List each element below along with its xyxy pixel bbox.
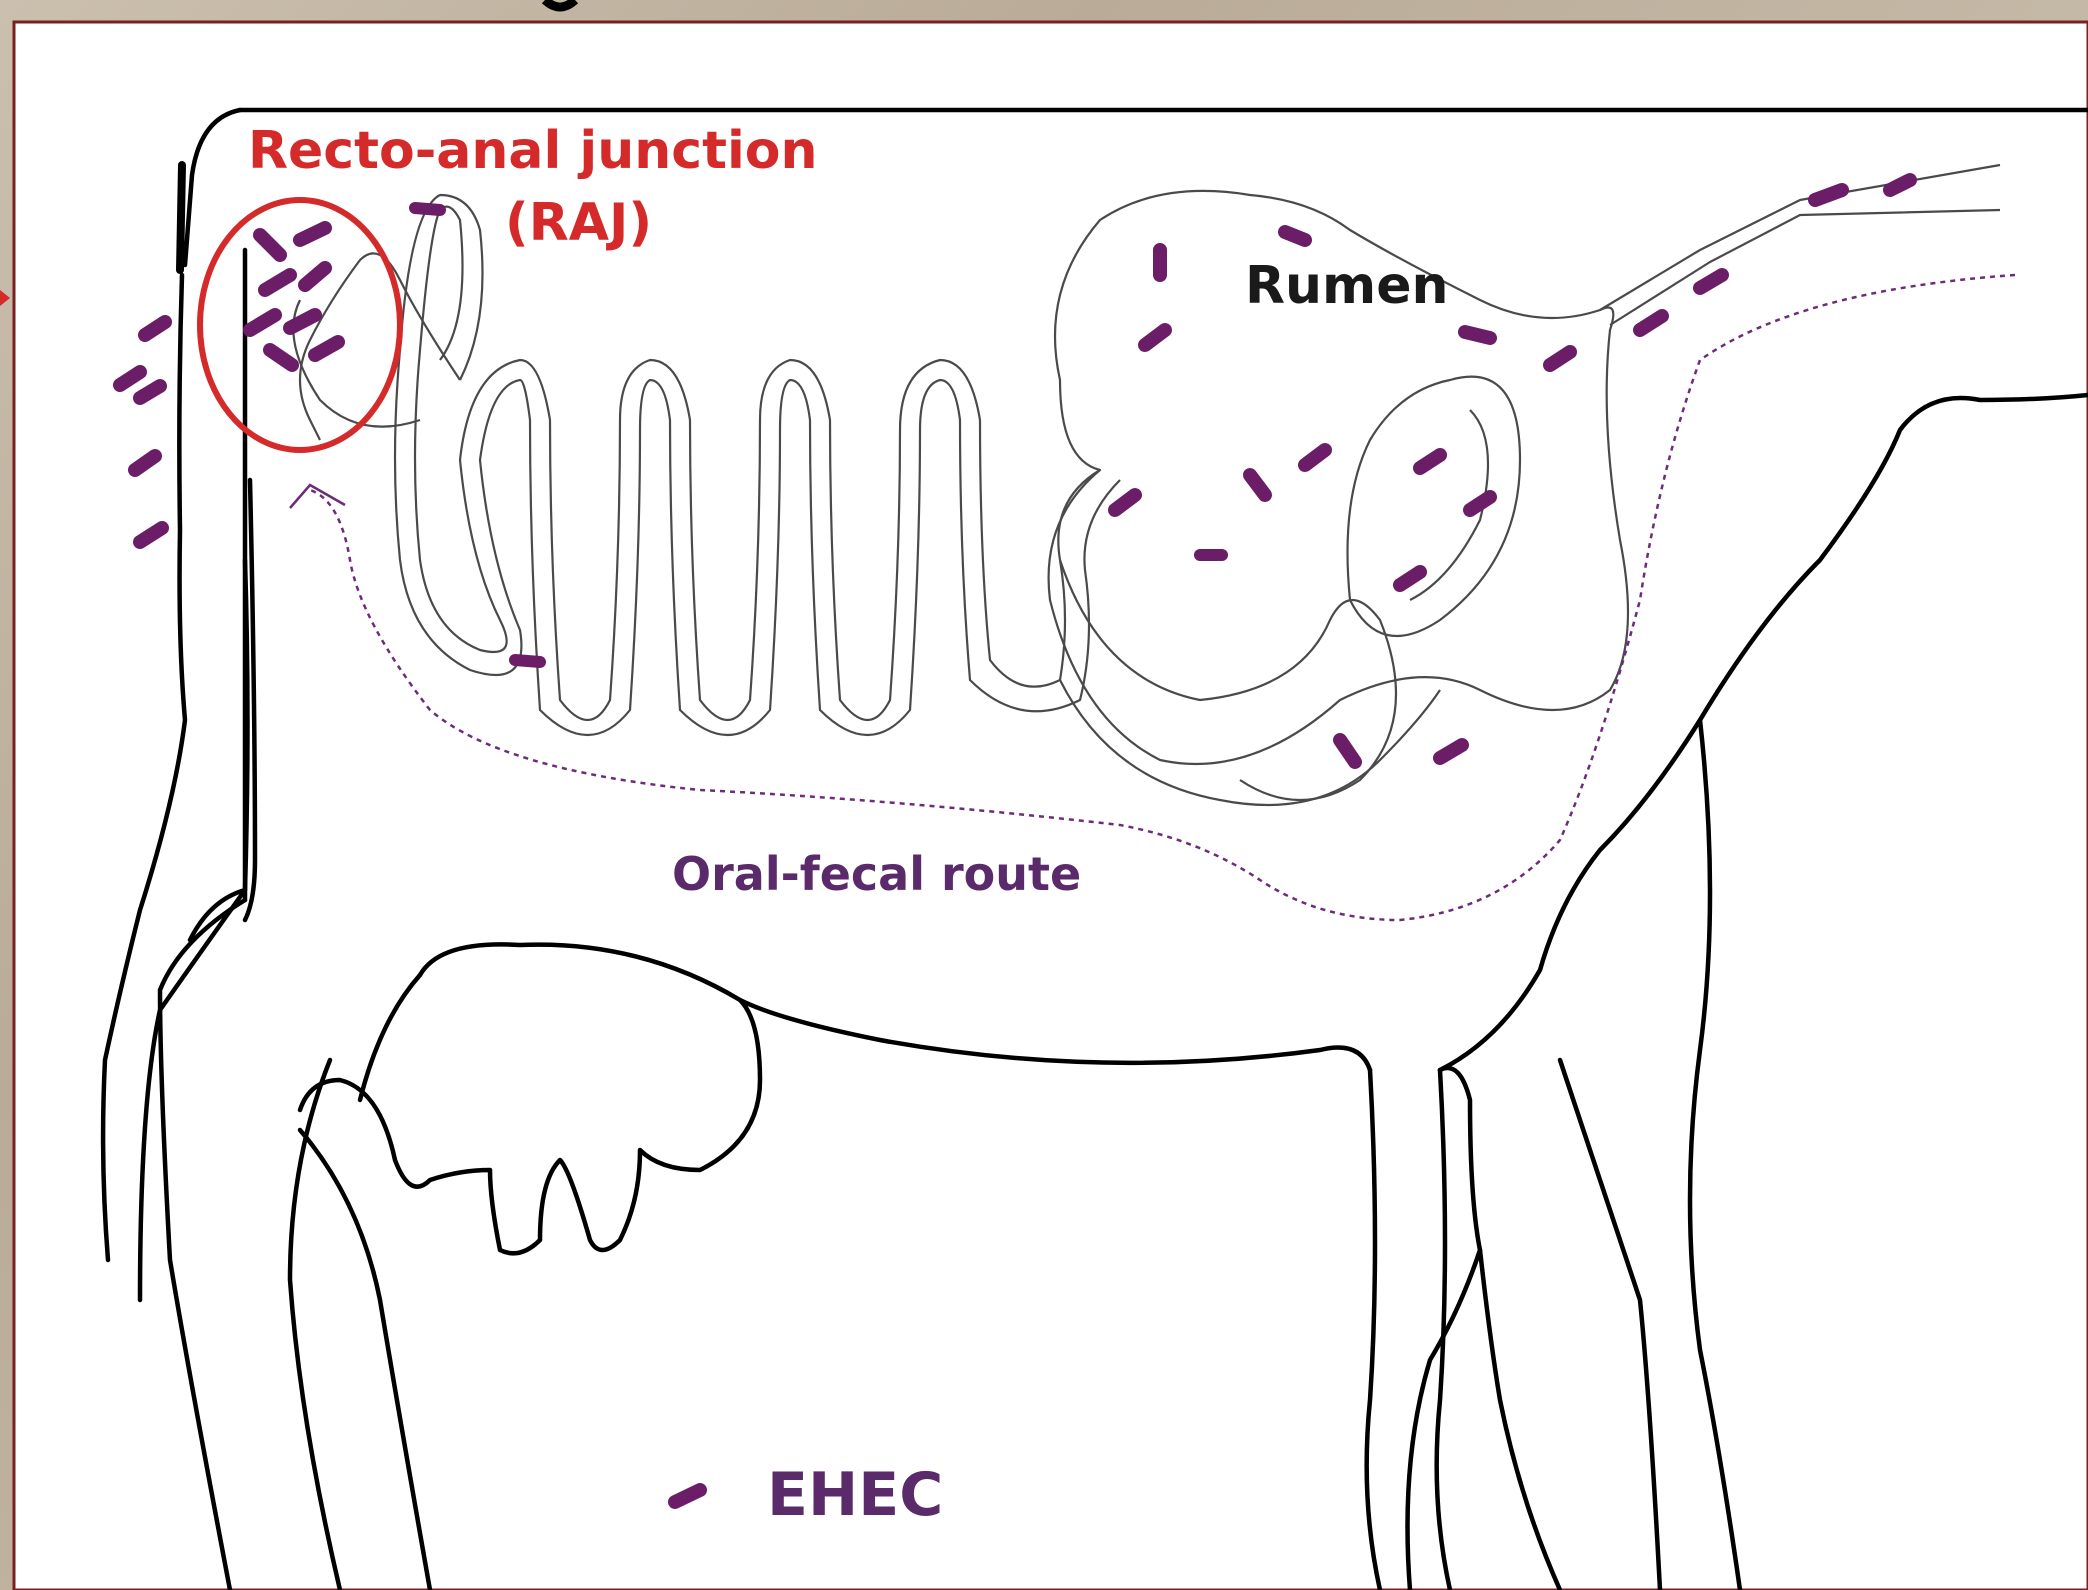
title-remnant [545, 0, 575, 7]
figure-panel [14, 22, 2088, 1590]
ehec-legend-label: EHEC [767, 1460, 943, 1530]
slide-bullet-arrow [0, 290, 10, 306]
route-label: Oral-fecal route [672, 847, 1081, 901]
raj-label-line1: Recto-anal junction [248, 121, 818, 181]
raj-label-line2: (RAJ) [505, 193, 652, 253]
rumen-label: Rumen [1245, 256, 1449, 316]
